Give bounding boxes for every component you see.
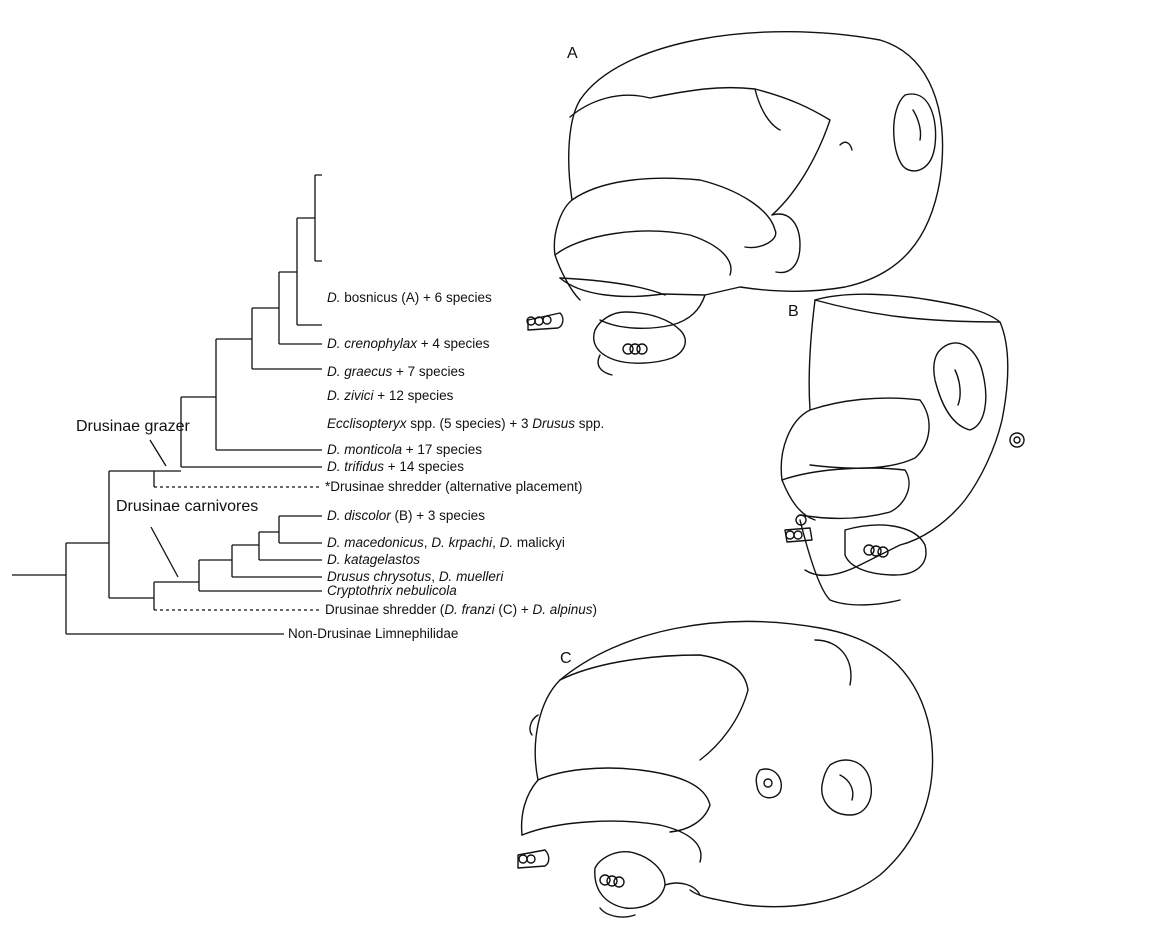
panel-label-a: A [567,45,578,63]
panel-label-b: B [788,303,799,321]
panel-label-c: C [560,650,572,668]
larva-head-c [518,621,933,917]
larva-head-b [781,294,1024,605]
larva-head-a [527,32,943,375]
